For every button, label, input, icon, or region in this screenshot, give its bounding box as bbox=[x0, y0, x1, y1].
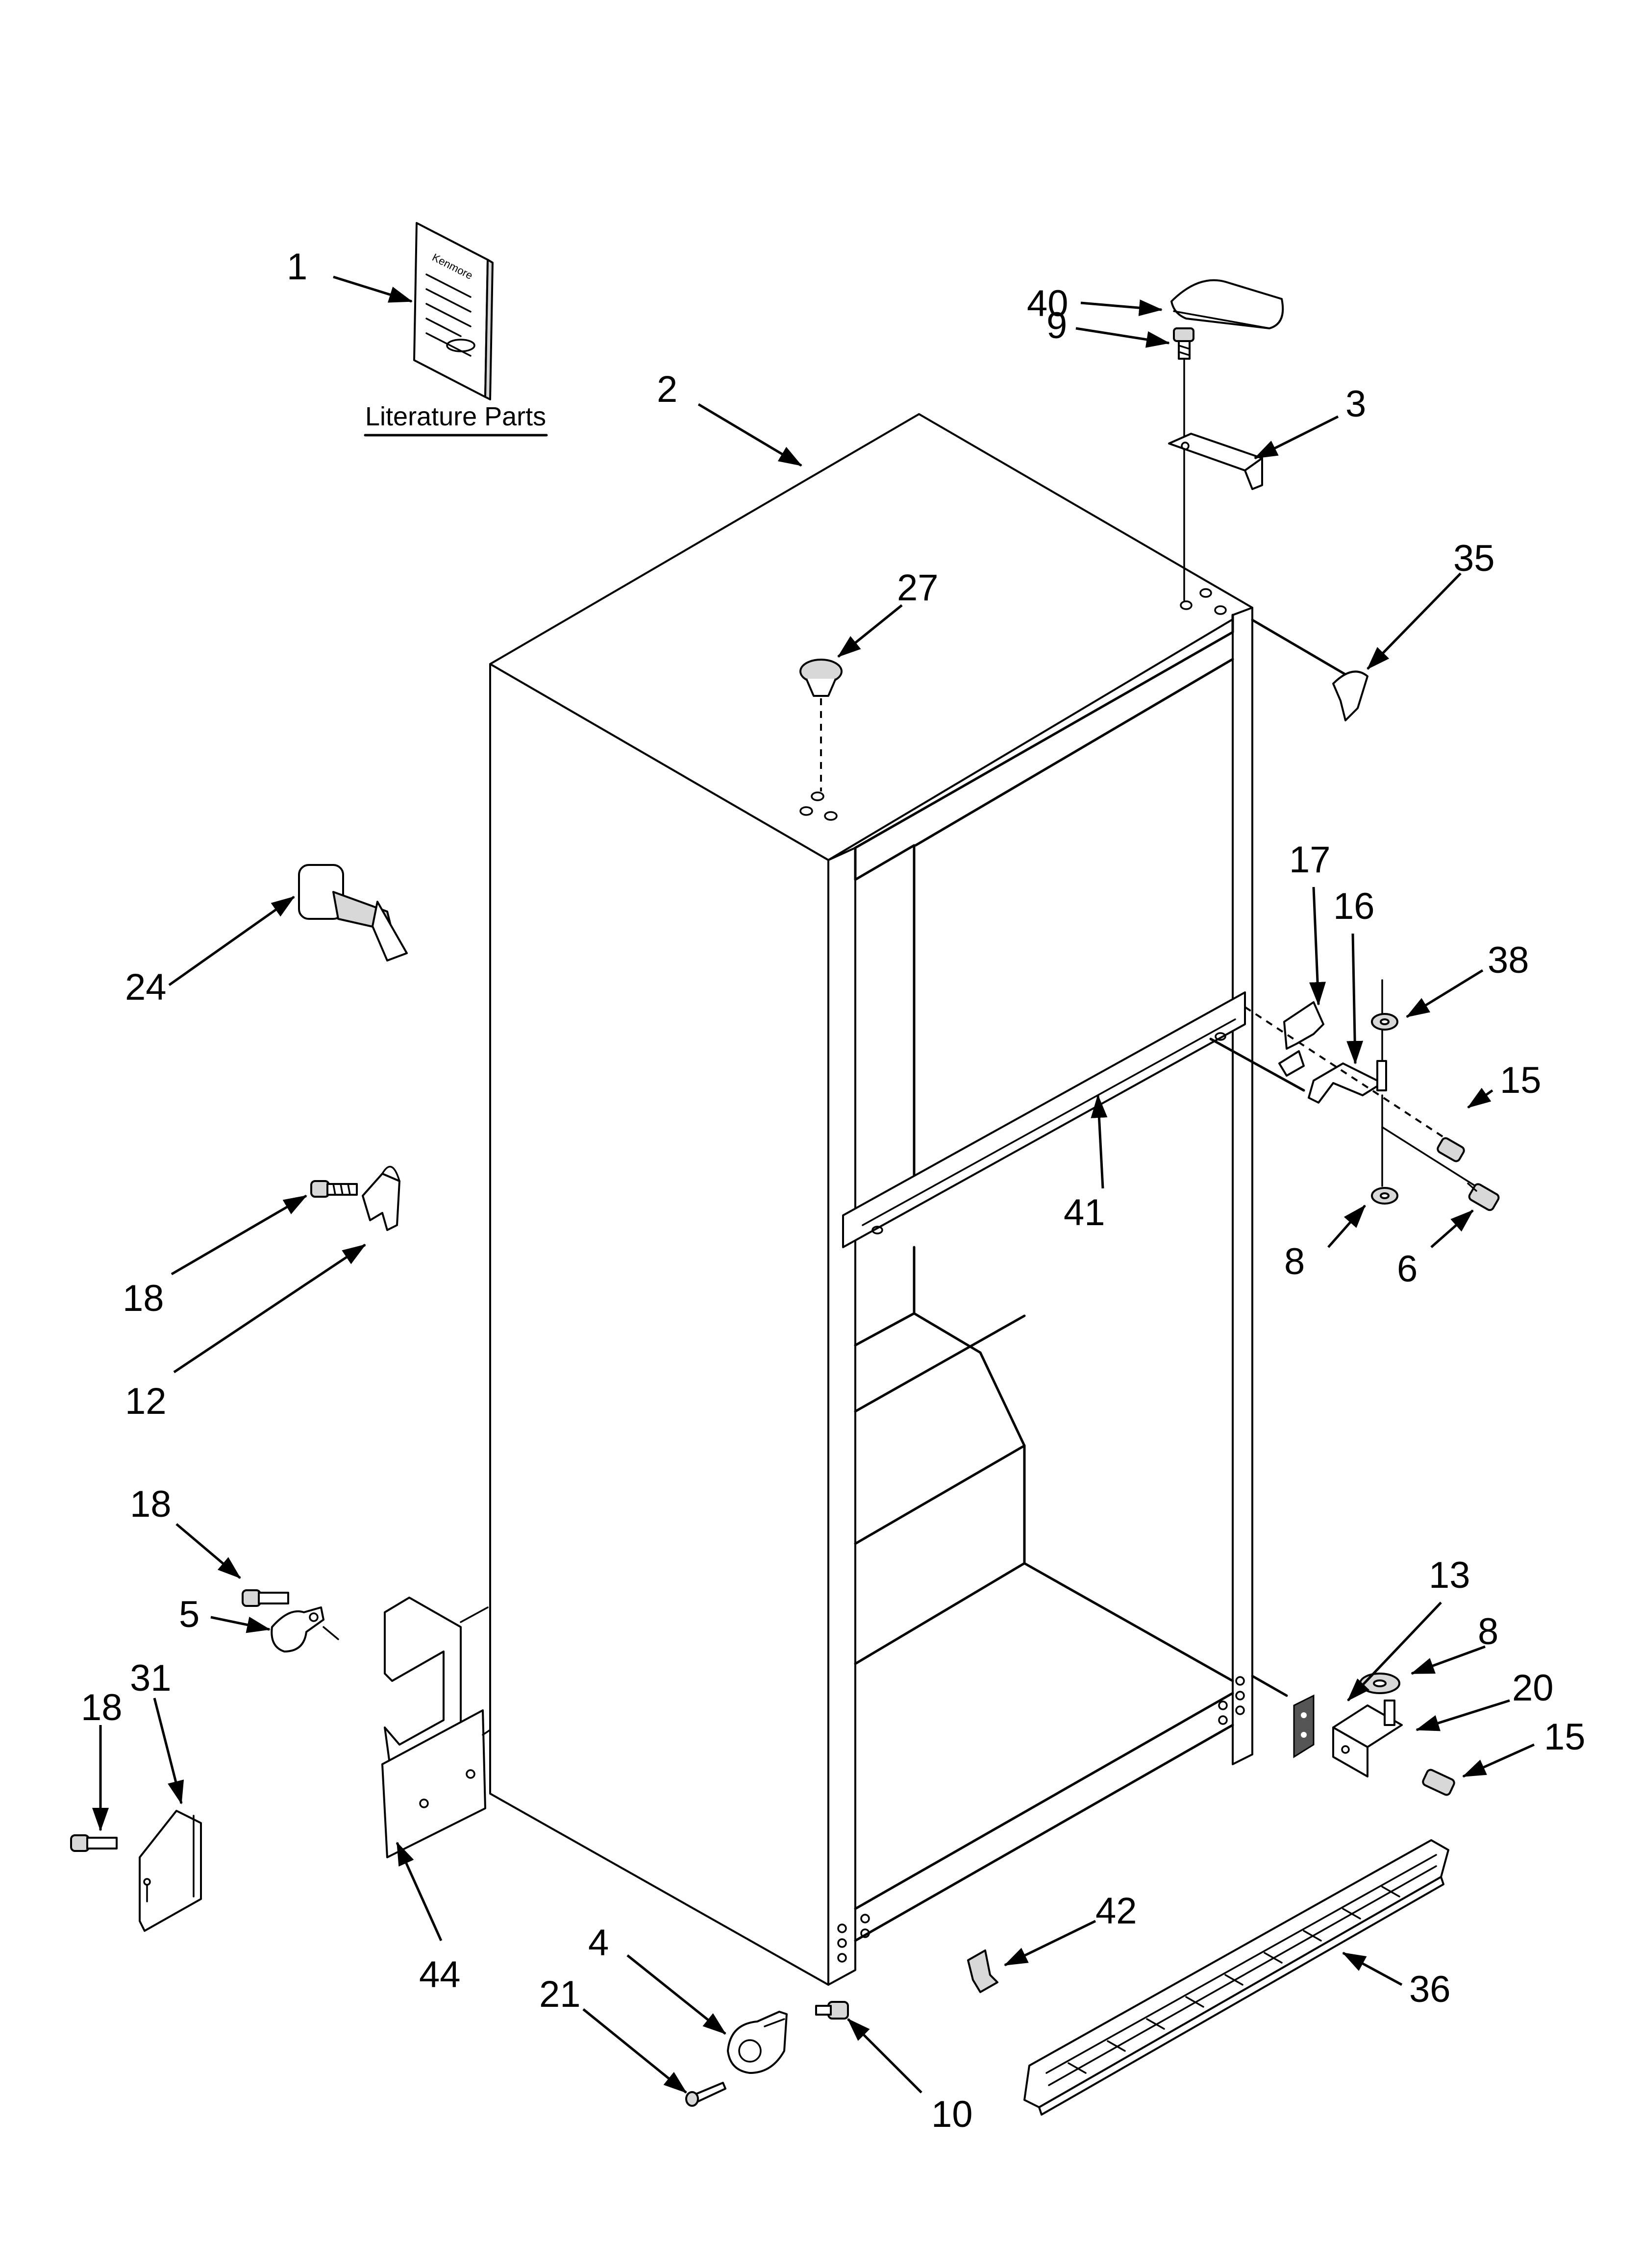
callout-labels: 1 2 3 40 9 35 27 24 17 16 38 15 41 8 6 1… bbox=[81, 246, 1586, 2135]
callout-5: 5 bbox=[179, 1594, 199, 1635]
clip-42 bbox=[967, 1949, 998, 1993]
callout-15-lower: 15 bbox=[1544, 1716, 1586, 1758]
callout-21: 21 bbox=[539, 1973, 581, 2015]
cover-31 bbox=[139, 1810, 202, 1932]
lower-hinge-20 bbox=[1332, 1700, 1403, 1777]
callout-42: 42 bbox=[1095, 1890, 1137, 1932]
literature-booklet: Kenmore bbox=[413, 222, 494, 400]
cover-bracket-12 bbox=[362, 1165, 400, 1231]
screw-18-middle bbox=[242, 1589, 289, 1607]
callout-40: 40 bbox=[1027, 283, 1069, 324]
callout-36: 36 bbox=[1409, 1969, 1451, 2010]
callout-10: 10 bbox=[931, 2094, 973, 2135]
callout-20: 20 bbox=[1512, 1667, 1554, 1709]
cabinet-plug-27 bbox=[799, 659, 843, 697]
hinge-screw-9 bbox=[1173, 327, 1194, 360]
callout-8-lower: 8 bbox=[1478, 1611, 1498, 1652]
callout-2: 2 bbox=[657, 369, 677, 410]
callout-38: 38 bbox=[1488, 939, 1529, 981]
callout-16: 16 bbox=[1333, 886, 1375, 927]
toe-grille-36 bbox=[1023, 1839, 1449, 2116]
callout-1: 1 bbox=[287, 246, 307, 288]
callout-8-upper: 8 bbox=[1284, 1241, 1305, 1282]
literature-parts-caption: Literature Parts bbox=[365, 402, 546, 431]
refrigerator-cabinet bbox=[489, 413, 1354, 1986]
screw-21 bbox=[685, 2082, 726, 2107]
screw-15-lower bbox=[1422, 1769, 1455, 1796]
clamp-5 bbox=[271, 1606, 324, 1652]
screw-15-upper bbox=[1437, 1137, 1465, 1162]
bracket-44 bbox=[381, 1597, 486, 1858]
leader-lines bbox=[92, 275, 1535, 2094]
door-stop-24 bbox=[298, 864, 408, 961]
washer-8-lower bbox=[1359, 1673, 1400, 1694]
washer-8-upper bbox=[1371, 1187, 1398, 1205]
screw-18-upper bbox=[310, 1180, 358, 1198]
screw-6 bbox=[1467, 1183, 1500, 1211]
cabinet-left-side bbox=[489, 663, 829, 1986]
callout-17: 17 bbox=[1289, 839, 1331, 881]
callout-3: 3 bbox=[1345, 383, 1366, 425]
callout-35: 35 bbox=[1453, 538, 1495, 579]
callout-18-lower: 18 bbox=[81, 1687, 123, 1728]
top-hinge-bracket-3 bbox=[1168, 433, 1263, 490]
washer-38 bbox=[1371, 1013, 1398, 1031]
divider-rail bbox=[842, 991, 1246, 1248]
callout-44: 44 bbox=[419, 1954, 461, 1996]
hinge-shim-35 bbox=[1332, 670, 1368, 721]
callout-18-middle: 18 bbox=[130, 1483, 172, 1525]
center-hinge-16 bbox=[1308, 1060, 1387, 1104]
center-hinge-17 bbox=[1278, 1001, 1324, 1077]
callout-15-upper: 15 bbox=[1500, 1060, 1542, 1101]
callout-9: 9 bbox=[1046, 305, 1067, 346]
callout-13: 13 bbox=[1429, 1554, 1470, 1596]
screw-18-lower bbox=[70, 1834, 118, 1852]
callout-6: 6 bbox=[1397, 1248, 1417, 1290]
callout-41: 41 bbox=[1064, 1192, 1105, 1233]
callout-4: 4 bbox=[588, 1922, 609, 1964]
callout-12: 12 bbox=[125, 1381, 167, 1422]
roller-4 bbox=[727, 2011, 788, 2074]
callout-31: 31 bbox=[130, 1657, 172, 1699]
callout-18-upper: 18 bbox=[123, 1278, 164, 1319]
screw-10 bbox=[815, 2001, 849, 2020]
hinge-shim-13 bbox=[1293, 1694, 1315, 1758]
top-hinge-cover bbox=[1170, 279, 1284, 329]
callout-27: 27 bbox=[897, 567, 939, 609]
callout-24: 24 bbox=[125, 966, 167, 1008]
